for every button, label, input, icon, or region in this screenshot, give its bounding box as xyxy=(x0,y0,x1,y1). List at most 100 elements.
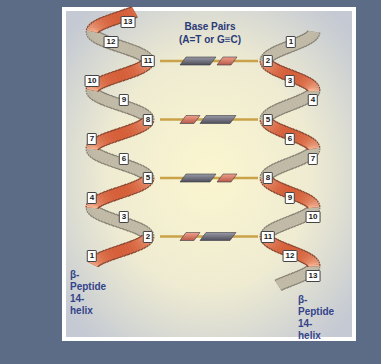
ribbon-back-edge xyxy=(285,223,288,225)
ribbon-back xyxy=(285,164,288,166)
ribbon-front-edge xyxy=(272,68,274,70)
ribbon-front-edge xyxy=(115,193,119,195)
ribbon-front xyxy=(103,139,106,141)
ribbon-back xyxy=(299,41,302,43)
ribbon-back-edge xyxy=(277,109,280,111)
ribbon-front xyxy=(308,147,319,149)
ribbon-front xyxy=(140,67,142,69)
ribbon-back xyxy=(277,109,280,111)
ribbon-back xyxy=(129,108,132,110)
ribbon-front-edge xyxy=(129,188,132,190)
base-pairs xyxy=(160,57,258,241)
ribbon-back-edge xyxy=(133,109,136,111)
ribbon-front-edge xyxy=(305,257,307,259)
ribbon-front xyxy=(115,193,119,195)
ribbon-front xyxy=(298,79,301,81)
ribbon-front xyxy=(131,71,134,73)
ribbon-back-edge xyxy=(304,39,306,41)
ribbon-back xyxy=(280,107,283,109)
ribbon-front xyxy=(98,141,100,143)
ribbon-back xyxy=(276,226,279,228)
ribbon-front-edge xyxy=(100,81,103,83)
ribbon-front-edge xyxy=(140,242,142,244)
ribbon-back-edge xyxy=(97,96,99,98)
callout-number: 1 xyxy=(286,36,296,48)
ribbon-front-edge xyxy=(117,251,121,253)
ribbon-front xyxy=(135,245,138,247)
ribbon-back-edge xyxy=(298,100,301,102)
ribbon-back xyxy=(98,213,100,215)
ribbon-front xyxy=(295,77,298,79)
ribbon-back xyxy=(304,98,306,100)
ribbon-back xyxy=(303,157,305,159)
ribbon-back-edge xyxy=(101,215,104,217)
ribbon-back-edge xyxy=(307,38,309,40)
ribbon-front xyxy=(99,258,102,260)
callout-number: 12 xyxy=(104,36,119,48)
ribbon-back-edge xyxy=(299,41,302,43)
ribbon-front-edge xyxy=(103,139,106,141)
ribbon-front-edge xyxy=(107,254,110,256)
ribbon-back xyxy=(275,110,278,112)
ribbon-back xyxy=(127,165,130,167)
ribbon-front xyxy=(300,255,303,257)
callout-number: 8 xyxy=(143,114,153,126)
ribbon-front xyxy=(301,80,304,82)
ribbon-front-edge xyxy=(275,69,278,71)
ribbon-front xyxy=(99,199,102,201)
ribbon-back-edge xyxy=(292,103,295,105)
callout-number: 4 xyxy=(308,94,318,106)
ribbon-front xyxy=(137,68,140,70)
ribbon-front-edge xyxy=(130,129,133,131)
ribbon-front xyxy=(299,196,302,198)
ribbon-back-edge xyxy=(302,40,305,42)
ribbon-back-edge xyxy=(136,169,139,171)
ribbon-back xyxy=(96,153,98,155)
ribbon-back xyxy=(138,53,141,55)
ribbon-back xyxy=(300,217,303,219)
ribbon-front xyxy=(123,132,127,134)
ribbon-back xyxy=(132,50,135,52)
ribbon-front xyxy=(102,198,105,200)
ribbon-back-edge xyxy=(273,111,275,113)
ribbon-front xyxy=(117,251,121,253)
ribbon-back xyxy=(130,167,133,169)
base-slab xyxy=(200,116,236,124)
ribbon-back xyxy=(302,40,305,42)
ribbon-back-edge xyxy=(295,160,298,162)
base-slab xyxy=(180,57,216,65)
ribbon-front-edge xyxy=(274,244,276,246)
ribbon-front xyxy=(125,189,128,191)
ribbon-back-edge xyxy=(103,157,106,159)
ribbon-back xyxy=(101,215,104,217)
ribbon-front-edge xyxy=(299,137,302,139)
ribbon-front-edge xyxy=(99,199,102,201)
ribbon-front-edge xyxy=(126,131,129,133)
callout-number: 10 xyxy=(306,211,321,223)
base-slab xyxy=(217,174,237,182)
ribbon-front xyxy=(280,71,283,73)
ribbon-back-edge xyxy=(278,284,281,286)
ribbon-front xyxy=(305,257,307,259)
ribbon-back xyxy=(281,49,284,51)
ribbon-front xyxy=(138,185,141,187)
ribbon-front-edge xyxy=(302,197,305,199)
ribbon-front xyxy=(309,206,320,208)
ribbon-back xyxy=(108,101,111,103)
ribbon-front xyxy=(273,127,275,129)
ribbon-back xyxy=(136,110,139,112)
ribbon-back-edge xyxy=(276,51,279,53)
ribbon-front xyxy=(132,187,135,189)
ribbon-back xyxy=(285,223,288,225)
ribbon-back-edge xyxy=(295,101,298,103)
ribbon-front xyxy=(122,191,126,193)
ribbon-front-edge xyxy=(127,72,130,74)
ribbon-front-edge xyxy=(116,75,120,77)
ribbon-back-edge xyxy=(272,170,274,172)
helices xyxy=(92,12,314,286)
ribbon-back-edge xyxy=(279,166,282,168)
ribbon-back xyxy=(109,159,112,161)
ribbon-back xyxy=(273,111,275,113)
ribbon-front-edge xyxy=(109,137,112,139)
